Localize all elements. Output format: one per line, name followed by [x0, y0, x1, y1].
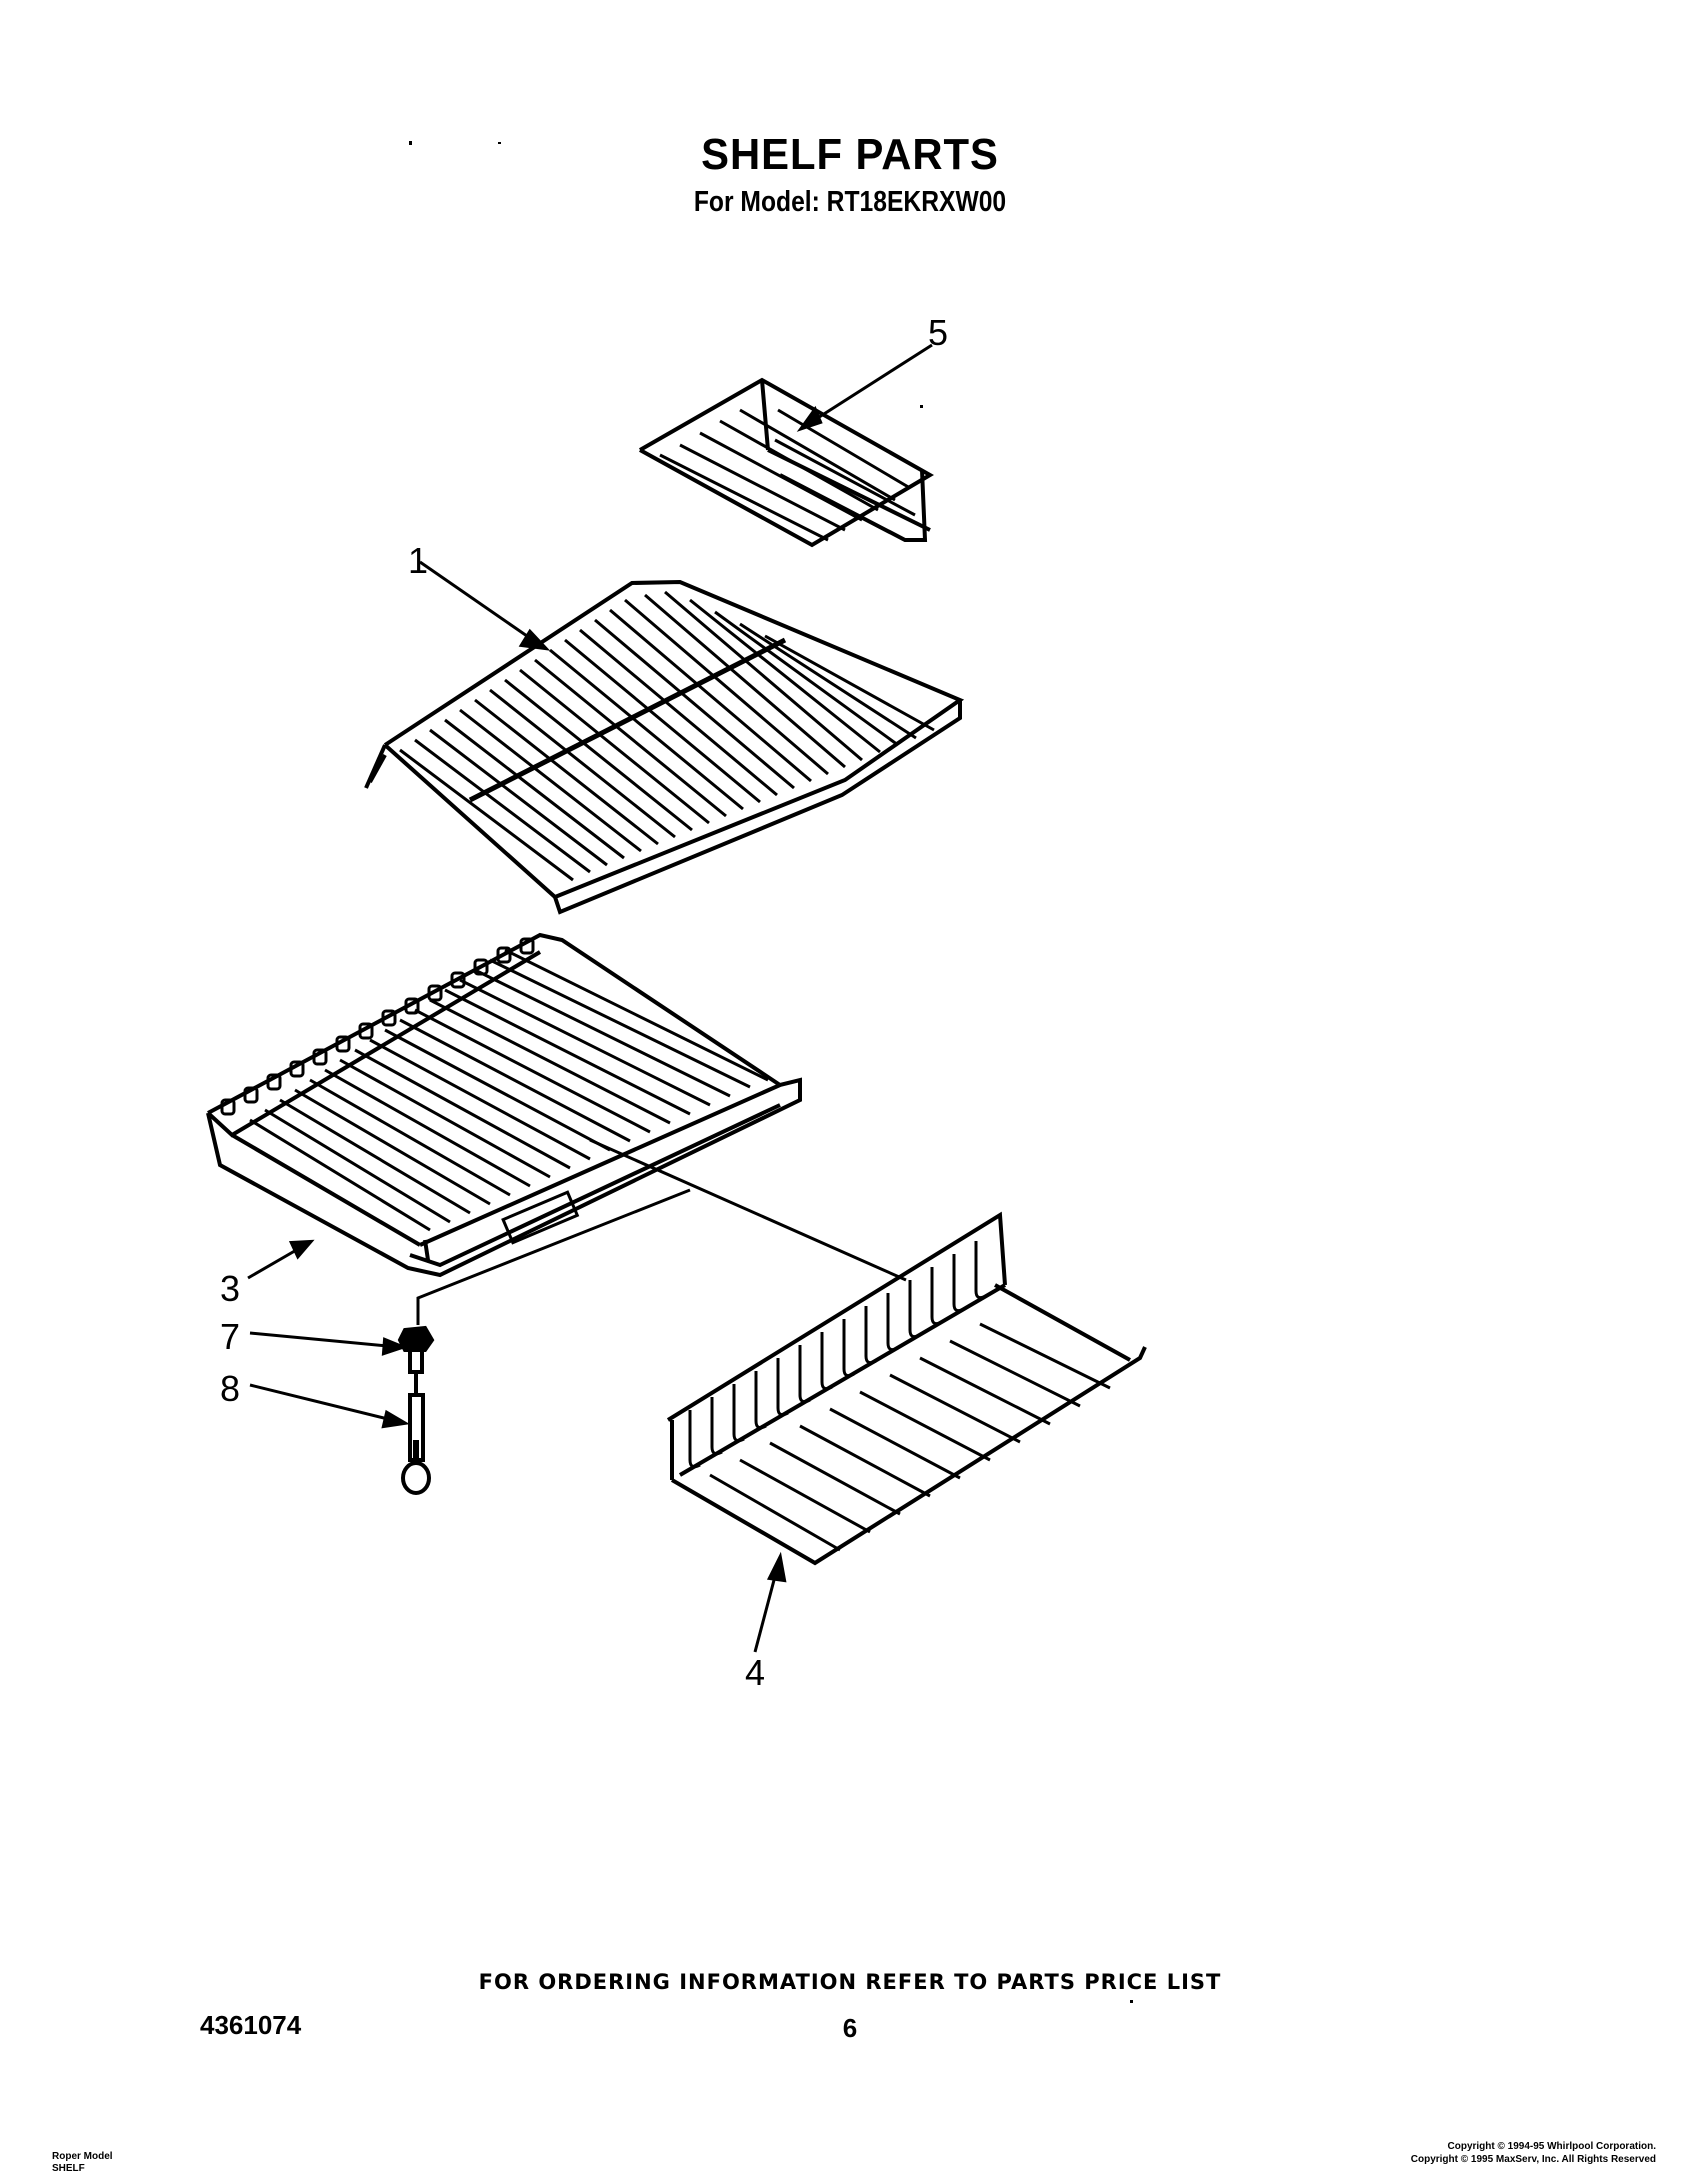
footer-model-info: Roper Model SHELF	[52, 2151, 113, 2175]
part-5-small-wire-shelf	[639, 343, 934, 548]
footer-section-name: SHELF	[52, 2163, 85, 2174]
model-subtitle: For Model: RT18EKRXW00	[693, 186, 1007, 218]
page-number: 6	[842, 2013, 858, 2043]
callout-label-4: 4	[745, 1652, 766, 1693]
part-8-light-bulb	[249, 1372, 431, 1495]
callout-label-3: 3	[220, 1268, 241, 1309]
callout-label-8: 8	[220, 1368, 241, 1409]
copyright-maxserv: Copyright © 1995 MaxServ, Inc. All Right…	[1410, 2154, 1656, 2165]
callout-label-7: 7	[220, 1316, 241, 1357]
callout-label-5: 5	[928, 312, 949, 353]
part-4-wire-basket	[666, 1211, 1147, 1653]
part-7-light-socket	[249, 1325, 435, 1374]
callout-label-1: 1	[408, 540, 429, 581]
part-3-crisper-cover-shelf	[206, 932, 907, 1325]
ordering-note: FOR ORDERING INFORMATION REFER TO PARTS …	[478, 1970, 1222, 1994]
footer-copyright: Copyright © 1994-95 Whirlpool Corporatio…	[1411, 2140, 1656, 2166]
copyright-whirlpool: Copyright © 1994-95 Whirlpool Corporatio…	[1447, 2141, 1657, 2152]
footer-model-brand: Roper Model	[52, 2151, 113, 2162]
page-title: SHELF PARTS	[701, 130, 999, 179]
document-number: 4361074	[200, 2010, 302, 2040]
part-1-wire-shelf	[364, 560, 965, 915]
